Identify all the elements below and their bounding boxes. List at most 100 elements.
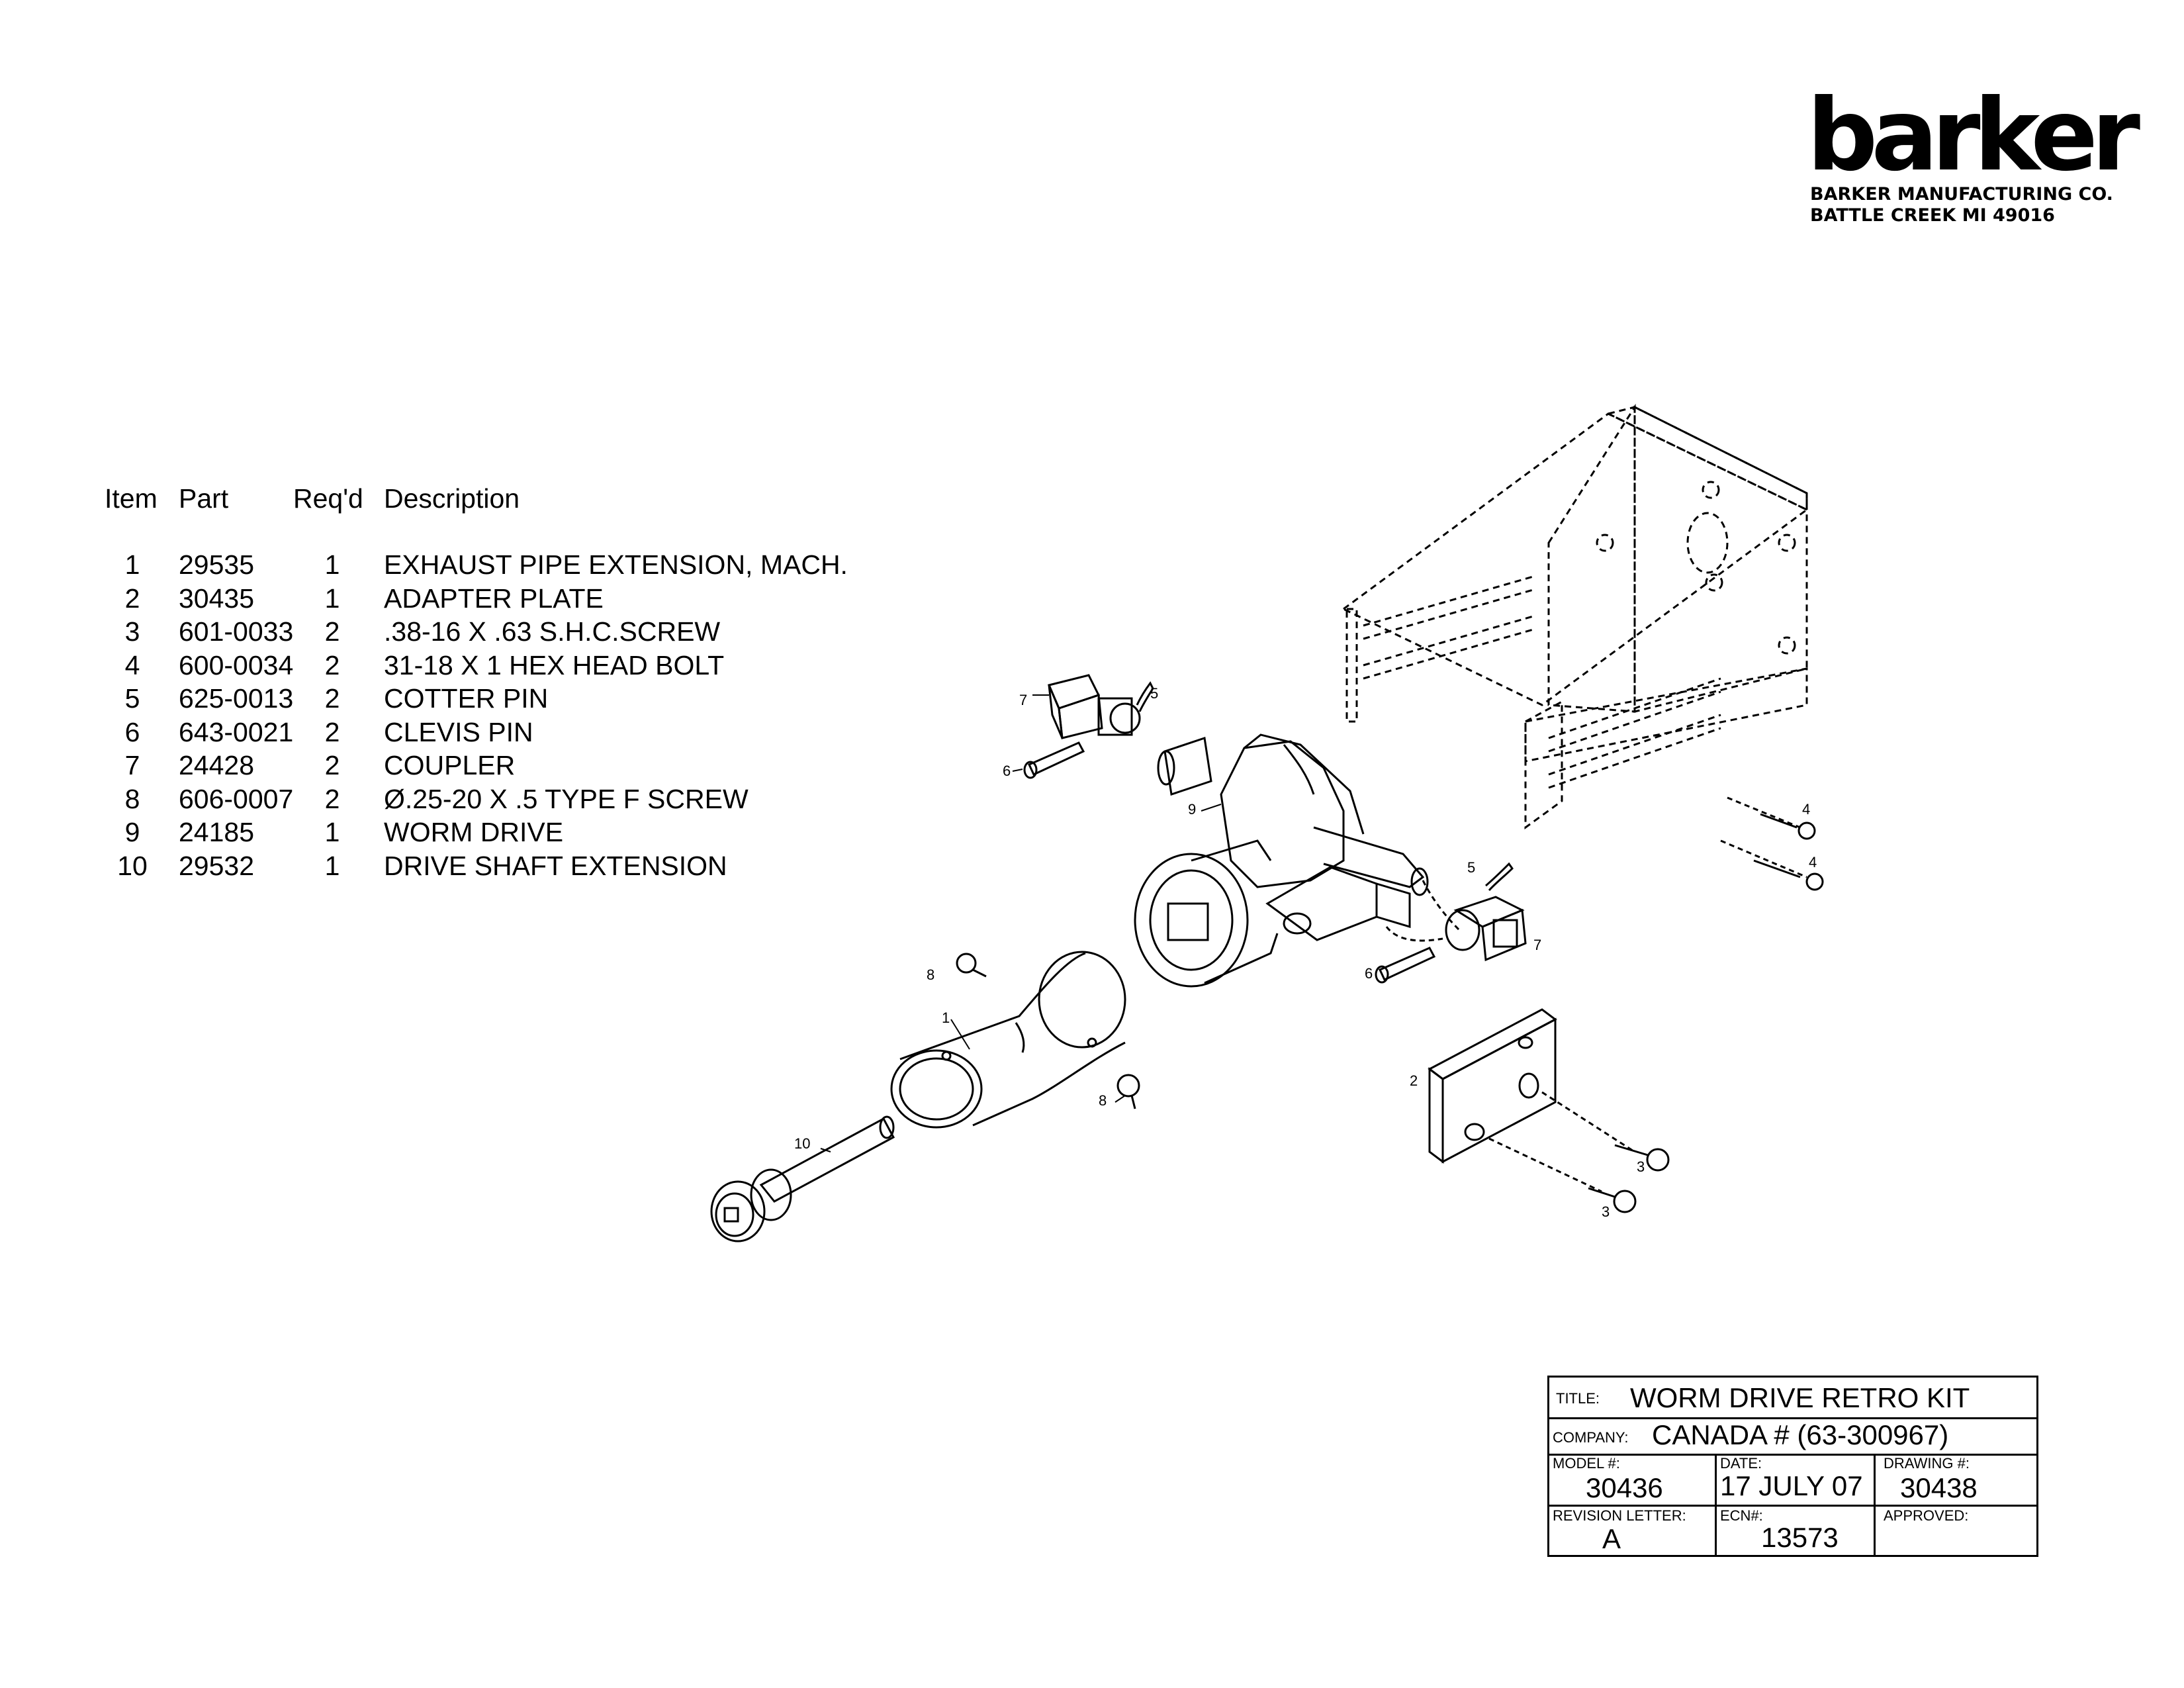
row-part: 600-0034 xyxy=(179,649,294,680)
drawing-number-value: 30438 xyxy=(1900,1472,1978,1503)
row-item: 10 xyxy=(117,850,148,881)
header-description: Description xyxy=(384,483,520,514)
row-item: 7 xyxy=(124,750,140,780)
row-part: 30435 xyxy=(179,583,255,614)
row-description: ADAPTER PLATE xyxy=(384,583,604,614)
leader-lines xyxy=(820,694,1222,1152)
adapter-plate xyxy=(1428,1008,1557,1164)
row-item: 1 xyxy=(124,549,140,580)
row-reqd: 2 xyxy=(324,750,340,780)
row-part: 29532 xyxy=(179,850,255,881)
hex-bolt xyxy=(1727,796,1816,840)
callout-5-upper: 5 xyxy=(1150,685,1158,702)
drive-shaft-extension xyxy=(710,1115,895,1243)
ecn-label: ECN#: xyxy=(1720,1507,1763,1524)
approved-label: APPROVED: xyxy=(1884,1507,1969,1524)
title-block-divider xyxy=(1549,1417,2036,1419)
callout-1: 1 xyxy=(942,1009,950,1026)
row-description: WORM DRIVE xyxy=(384,817,564,847)
cotter-pin-lower xyxy=(1485,862,1514,892)
type-f-screw xyxy=(956,953,987,978)
revision-label: REVISION LETTER: xyxy=(1553,1507,1686,1524)
callout-4-a: 4 xyxy=(1802,801,1810,818)
company-city: BATTLE CREEK MI 49016 xyxy=(1810,205,2055,226)
barker-logo: barker xyxy=(1807,78,2140,193)
callout-10: 10 xyxy=(794,1135,810,1152)
model-label: MODEL #: xyxy=(1553,1455,1620,1472)
row-item: 2 xyxy=(124,583,140,614)
company-value: CANADA # (63-300967) xyxy=(1652,1419,1949,1450)
row-reqd: 2 xyxy=(324,783,340,814)
callout-3-b: 3 xyxy=(1602,1203,1610,1220)
title-block-divider xyxy=(1715,1454,1717,1557)
title-label: TITLE: xyxy=(1556,1390,1600,1407)
row-description: DRIVE SHAFT EXTENSION xyxy=(384,850,727,881)
row-part: 24428 xyxy=(179,750,255,780)
row-description: .38-16 X .63 S.H.C.SCREW xyxy=(384,616,721,647)
shc-screw xyxy=(1541,1091,1670,1172)
date-label: DATE: xyxy=(1720,1455,1762,1472)
clevis-pin-upper xyxy=(1023,741,1085,779)
row-part: 29535 xyxy=(179,549,255,580)
callout-6-upper: 6 xyxy=(1003,763,1011,779)
company-address: BARKER MANUFACTURING CO. BATTLE CREEK MI… xyxy=(1810,184,2113,226)
row-reqd: 1 xyxy=(324,817,340,847)
row-reqd: 1 xyxy=(324,583,340,614)
row-description: EXHAUST PIPE EXTENSION, MACH. xyxy=(384,549,848,580)
row-description: CLEVIS PIN xyxy=(384,716,533,747)
model-value: 30436 xyxy=(1586,1472,1663,1503)
callouts: 7 5 6 9 4 4 5 7 6 8 1 8 2 10 3 3 xyxy=(794,685,1817,1220)
row-description: COUPLER xyxy=(384,750,516,780)
mounting-bracket xyxy=(1342,403,1809,829)
ecn-value: 13573 xyxy=(1761,1522,1839,1553)
header-reqd: Req'd xyxy=(293,483,363,514)
callout-7-upper: 7 xyxy=(1019,692,1027,708)
row-reqd: 2 xyxy=(324,716,340,747)
header-part: Part xyxy=(179,483,229,514)
row-item: 6 xyxy=(124,716,140,747)
row-description: Ø.25-20 X .5 TYPE F SCREW xyxy=(384,783,749,814)
row-part: 606-0007 xyxy=(179,783,294,814)
callout-4-b: 4 xyxy=(1809,854,1817,870)
coupler-upper xyxy=(1047,674,1141,739)
worm-drive xyxy=(1134,733,1429,988)
row-item: 3 xyxy=(124,616,140,647)
callout-3-a: 3 xyxy=(1637,1158,1645,1175)
row-item: 9 xyxy=(124,817,140,847)
drawing-title: WORM DRIVE RETRO KIT xyxy=(1630,1382,1970,1413)
callout-9: 9 xyxy=(1188,801,1196,818)
row-description: COTTER PIN xyxy=(384,683,549,714)
date-value: 17 JULY 07 xyxy=(1720,1470,1863,1501)
callout-5-lower: 5 xyxy=(1467,859,1475,876)
title-block: TITLE: WORM DRIVE RETRO KIT COMPANY: CAN… xyxy=(1547,1376,2038,1557)
cotter-pin-upper xyxy=(1136,681,1154,712)
drawing-number-label: DRAWING #: xyxy=(1884,1455,1970,1472)
callout-6-lower: 6 xyxy=(1365,965,1373,982)
revision-value: A xyxy=(1602,1523,1621,1554)
type-f-screw xyxy=(1116,1074,1140,1109)
row-part: 625-0013 xyxy=(179,683,294,714)
title-block-divider xyxy=(1874,1454,1876,1557)
callout-8-lower: 8 xyxy=(1099,1092,1107,1109)
callout-7-lower: 7 xyxy=(1533,937,1541,953)
company-label: COMPANY: xyxy=(1553,1429,1629,1446)
row-item: 8 xyxy=(124,783,140,814)
coupler-lower xyxy=(1445,896,1527,962)
row-part: 601-0033 xyxy=(179,616,294,647)
hex-bolt xyxy=(1720,839,1824,891)
header-item: Item xyxy=(105,483,158,514)
row-item: 5 xyxy=(124,683,140,714)
callout-2: 2 xyxy=(1410,1072,1418,1089)
row-reqd: 2 xyxy=(324,649,340,680)
clevis-pin-lower xyxy=(1375,947,1436,984)
row-reqd: 2 xyxy=(324,683,340,714)
row-item: 4 xyxy=(124,649,140,680)
shc-screw xyxy=(1488,1137,1637,1213)
callout-8-upper: 8 xyxy=(927,966,934,983)
row-part: 643-0021 xyxy=(179,716,294,747)
row-reqd: 2 xyxy=(324,616,340,647)
title-block-divider xyxy=(1549,1454,2036,1456)
row-description: 31-18 X 1 HEX HEAD BOLT xyxy=(384,649,725,680)
row-reqd: 1 xyxy=(324,549,340,580)
